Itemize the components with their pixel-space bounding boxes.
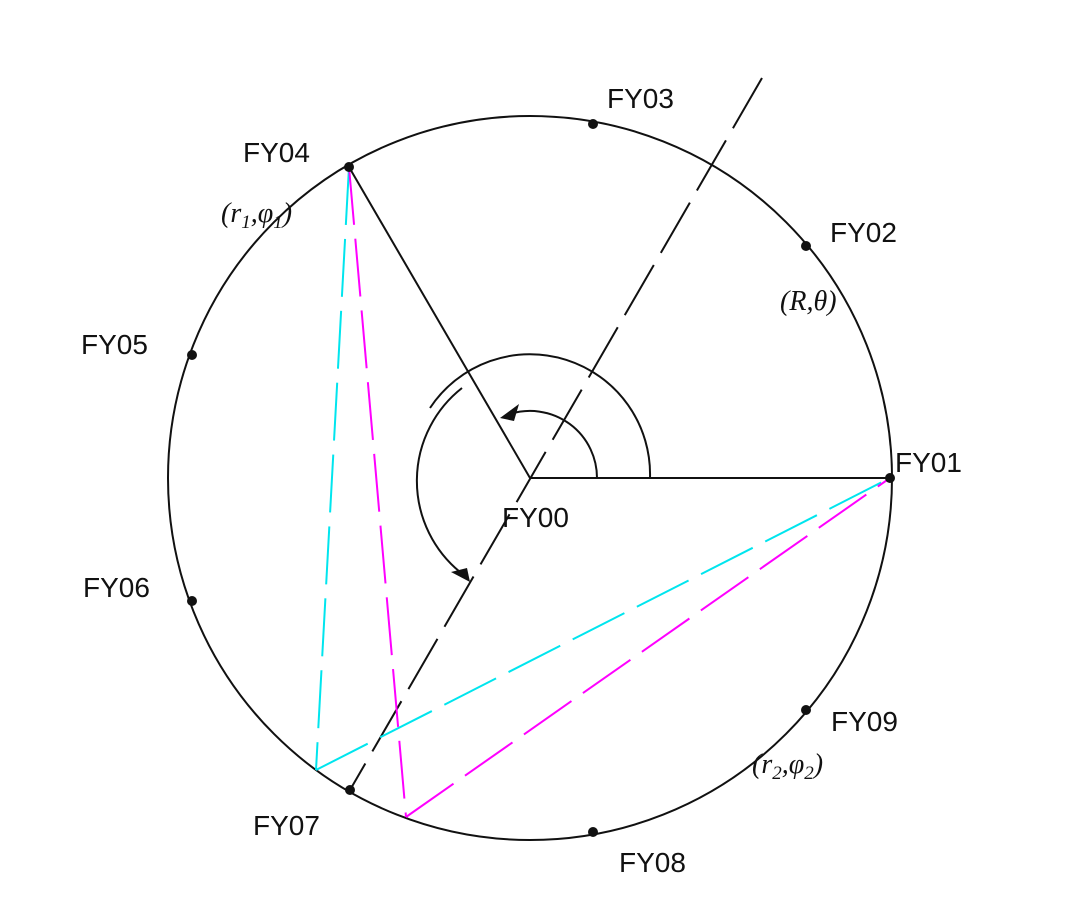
magenta-line-fy08-fy01 [405,477,891,818]
point-fy03 [588,119,598,129]
label-fy05: FY05 [81,329,148,360]
label-fy07: FY07 [253,810,320,841]
radius-to-fy04 [348,166,531,479]
coord-r1-phi1-comma: , [251,198,258,229]
coord-r2-phi2-angle-sub: 2 [804,763,814,784]
dashed-axis-line [349,77,763,791]
coord-r2-phi2-close: ) [812,749,823,780]
point-fy05 [187,350,197,360]
cyan-line-fy07-fy01 [315,477,891,771]
point-fy07 [345,785,355,795]
point-fy02 [801,241,811,251]
label-fy09: FY09 [831,706,898,737]
label-fy00: FY00 [502,502,569,533]
arrowhead-fy07-side [451,568,470,582]
label-fy08: FY08 [619,847,686,878]
coord-r-theta-r: R [788,286,806,317]
point-fy01 [885,473,895,483]
coord-r2-phi2-r: r [761,749,772,780]
coord-r-theta-close: ) [825,286,836,317]
label-fy06: FY06 [83,572,150,603]
coord-r1-phi1-open: ( [221,198,232,229]
coord-r1-phi1-r-sub: 1 [241,212,251,233]
coord-r1-phi1-angle-sub: 1 [273,212,283,233]
coord-r1-phi1: (r1,φ1) [221,198,292,233]
angle-arc-medium [429,353,652,479]
coord-r2-phi2: (r2,φ2) [752,749,823,784]
coord-r2-phi2-angle: φ [789,749,805,780]
label-fy02: FY02 [830,217,897,248]
angle-arc-large [415,387,463,573]
arrowhead-fy04-side [500,404,519,421]
coord-r-theta-angle: θ [813,286,827,317]
coord-r1-phi1-r: r [230,198,241,229]
magenta-line-fy04-fy08 [348,166,407,818]
point-fy06 [187,596,197,606]
point-fy09 [801,705,811,715]
coord-r-theta: (R,θ) [780,286,837,317]
coord-r2-phi2-comma: , [782,749,789,780]
coord-r2-phi2-open: ( [752,749,763,780]
label-fy03: FY03 [607,83,674,114]
point-fy08 [588,827,598,837]
coord-r-theta-open: ( [780,286,791,317]
coord-r2-phi2-r-sub: 2 [772,763,782,784]
angle-arc-small [509,409,598,479]
point-fy04 [344,162,354,172]
coord-r1-phi1-angle: φ [258,198,274,229]
cyan-line-fy04-fy07 [315,166,350,771]
label-fy04: FY04 [243,137,310,168]
coord-r-theta-comma: , [806,286,813,317]
coord-r1-phi1-close: ) [281,198,292,229]
label-fy01: FY01 [895,447,962,478]
